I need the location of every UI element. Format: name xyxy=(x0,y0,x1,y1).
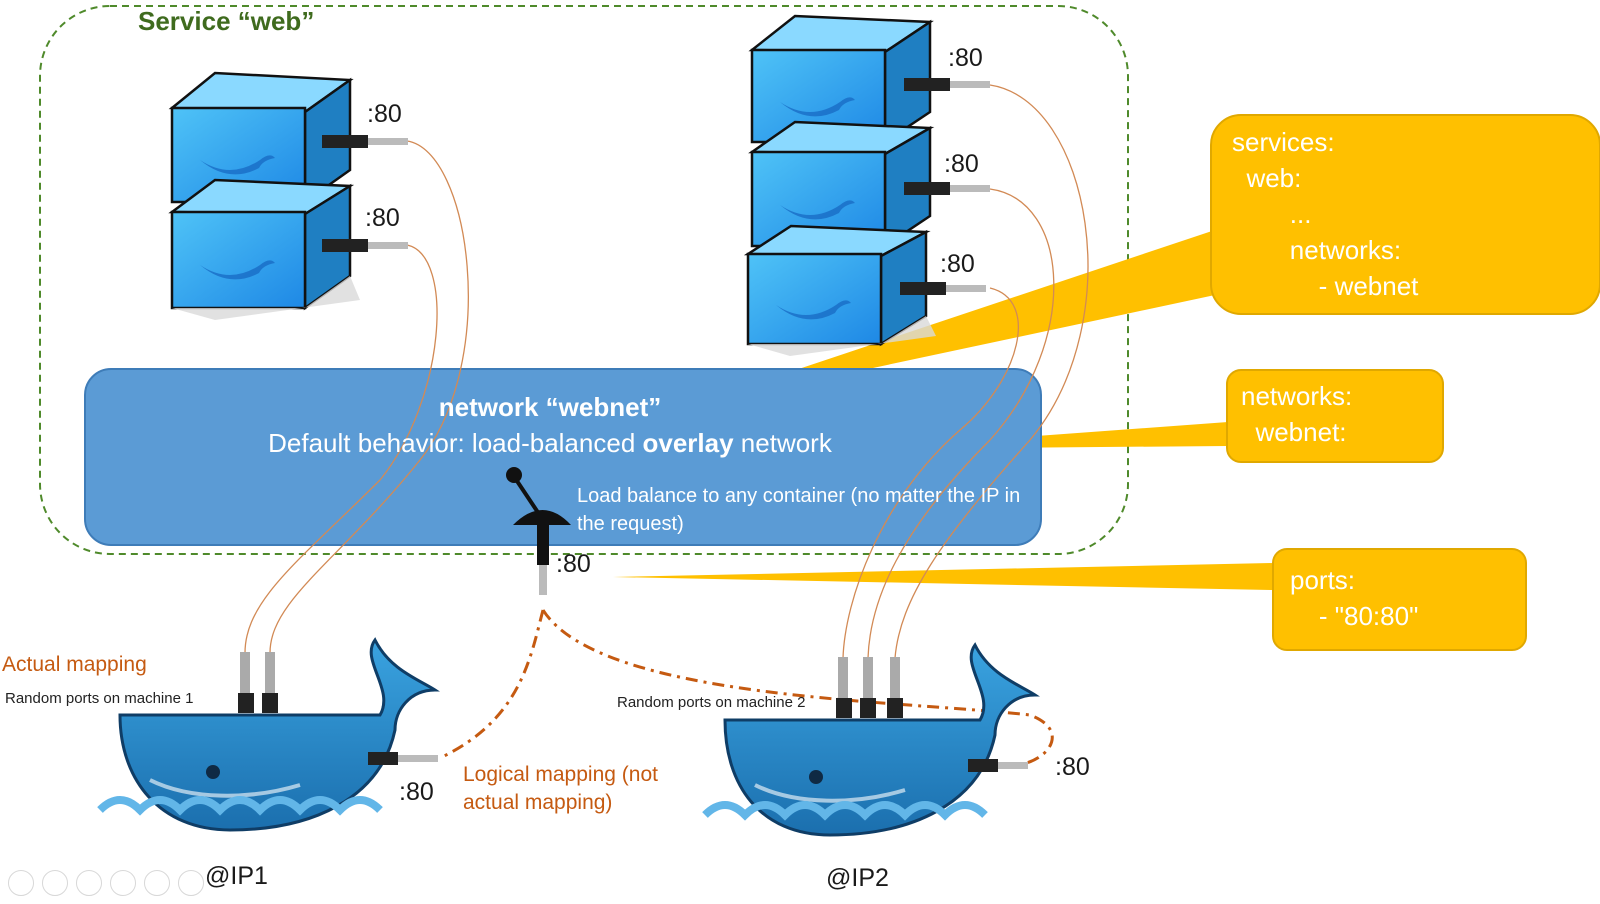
container-port-label: :80 xyxy=(365,204,400,232)
container-c2 xyxy=(168,178,408,320)
logical-mapping-note-line2: actual mapping) xyxy=(463,791,613,814)
network-title: network “webnet” xyxy=(438,392,662,422)
callout-services-pointer xyxy=(676,230,1215,410)
docker-whale-icon xyxy=(780,97,855,117)
callout-networks-text: networks: webnet: xyxy=(1241,381,1353,447)
container-port-label: :80 xyxy=(948,44,983,72)
host1-ip-label: @IP1 xyxy=(205,862,268,890)
audio-jack-icon xyxy=(900,282,946,295)
docker-host-whale-icon xyxy=(118,637,440,832)
container-c3 xyxy=(748,14,990,145)
pen-icon[interactable] xyxy=(76,870,102,896)
callout-ports-pointer xyxy=(613,563,1273,590)
audio-jack-icon xyxy=(838,657,848,702)
callout-ports-box xyxy=(1272,548,1527,651)
actual-mapping-note: Actual mapping xyxy=(2,653,147,676)
audio-jack-icon xyxy=(322,135,368,148)
more-options-icon[interactable] xyxy=(178,870,204,896)
cable-c4 xyxy=(867,188,1055,659)
callout-services-box xyxy=(1210,114,1600,315)
logical-line-host2 xyxy=(541,609,1054,767)
docker-whale-icon xyxy=(200,155,275,175)
container-port-label: :80 xyxy=(940,250,975,278)
docker-host-whale-1 xyxy=(97,637,440,832)
cable-c1 xyxy=(269,140,469,654)
host2-ip-label: @IP2 xyxy=(826,864,889,892)
callout-ports-text: ports: - "80:80" xyxy=(1290,565,1419,631)
logical-mapping-lines xyxy=(439,609,1054,767)
random-ports-machine-2: Random ports on machine 2 xyxy=(617,694,806,711)
container-port-label: :80 xyxy=(944,150,979,178)
network-subtitle: Default behavior: load-balanced overlay … xyxy=(268,428,832,458)
prev-slide-icon[interactable] xyxy=(8,870,34,896)
load-balancer-port-label: :80 xyxy=(556,550,591,578)
audio-jack-icon xyxy=(904,78,950,91)
docker-host-whale-icon xyxy=(723,642,1040,837)
callout-services-text: services: web: ... networks: - webnet xyxy=(1232,127,1419,301)
docker-host-whale-2 xyxy=(702,642,1040,837)
cable-c5 xyxy=(842,287,1019,659)
cable-c2 xyxy=(244,244,438,654)
random-ports-machine-1: Random ports on machine 1 xyxy=(5,690,194,707)
logical-line-host1 xyxy=(439,609,545,760)
container-port-label: :80 xyxy=(367,100,402,128)
docker-whale-icon xyxy=(200,260,275,280)
cable-c3 xyxy=(894,84,1089,659)
audio-jack-icon xyxy=(904,182,950,195)
next-slide-icon[interactable] xyxy=(42,870,68,896)
zoom-icon[interactable] xyxy=(144,870,170,896)
container-c5 xyxy=(743,224,986,356)
service-title: Service “web” xyxy=(138,6,315,36)
audio-jack-icon xyxy=(240,652,250,697)
joystick-icon xyxy=(506,467,571,595)
logical-mapping-note-line1: Logical mapping (not xyxy=(463,763,658,786)
callout-networks-box xyxy=(1226,369,1444,463)
audio-jack-icon xyxy=(322,239,368,252)
load-balance-description: Load balance to any container (no matter… xyxy=(577,485,1021,535)
network-webnet-box xyxy=(84,368,1042,546)
cables xyxy=(244,84,1089,659)
host2-port-label: :80 xyxy=(1055,753,1090,781)
host1-port-label: :80 xyxy=(399,778,434,806)
docker-whale-icon xyxy=(780,200,855,220)
slides-grid-icon[interactable] xyxy=(110,870,136,896)
docker-whale-icon xyxy=(776,300,851,320)
